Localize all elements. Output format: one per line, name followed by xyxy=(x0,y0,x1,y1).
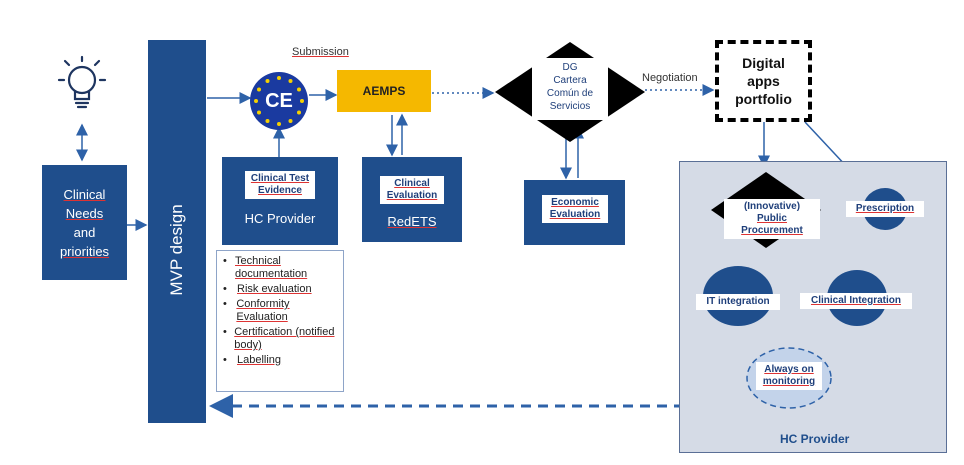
mvp-design-bar: MVP design xyxy=(148,40,206,423)
clinical-test-evidence-label: Clinical Test Evidence xyxy=(245,171,315,199)
economic-evaluation-box: Economic Evaluation xyxy=(524,180,625,245)
evidence-line-1: Clinical Test xyxy=(250,173,310,184)
requirement-item: •Labelling xyxy=(223,354,282,366)
clinical-needs-line-3: and xyxy=(73,224,96,240)
clinical-needs-box: Clinical Needs and priorities xyxy=(42,165,127,280)
aemps-box: AEMPS xyxy=(337,70,431,112)
economic-evaluation-label: Economic Evaluation xyxy=(542,195,608,223)
procurement-line-2: Public Procurement xyxy=(741,213,803,236)
dg-line-2: Cartera xyxy=(553,75,587,86)
digital-apps-portfolio-box: Digital apps portfolio xyxy=(715,40,812,122)
clinical-integration-label: Clinical Integration xyxy=(800,293,912,309)
requirement-item: •Technical documentation xyxy=(223,255,308,280)
redets-box: Clinical Evaluation RedETS xyxy=(362,157,462,242)
hc-provider-evidence-box: Clinical Test Evidence HC Provider xyxy=(222,157,338,245)
requirements-list: •Technical documentation •Risk evaluatio… xyxy=(216,250,344,392)
it-integration-label: IT integration xyxy=(696,294,780,310)
economic-line-2: Evaluation xyxy=(549,209,601,220)
redets-label: RedETS xyxy=(387,214,437,229)
eu-stars-icon xyxy=(254,76,304,126)
economic-line-1: Economic xyxy=(551,197,599,208)
clinical-evaluation-line-1: Clinical xyxy=(394,178,430,189)
clinical-needs-line-2: Needs xyxy=(65,205,104,221)
public-procurement-label: (Innovative) Public Procurement xyxy=(724,199,820,239)
submission-label: Submission xyxy=(292,46,349,58)
clinical-needs-line-1: Clinical xyxy=(63,186,106,202)
dg-cartera-label: DG Cartera Común de Servicios xyxy=(532,58,608,120)
portfolio-line-2: apps xyxy=(747,73,780,89)
monitoring-line-1: Always on xyxy=(764,364,814,375)
evidence-line-2: Evidence xyxy=(258,185,302,196)
dg-line-1: DG xyxy=(562,62,578,73)
monitoring-line-2: monitoring xyxy=(762,376,816,387)
ce-mark-icon: CE xyxy=(250,72,308,130)
requirement-item: •Certification (notified body) xyxy=(223,326,335,351)
hc-provider-label: HC Provider xyxy=(222,211,338,226)
prescription-label: Prescription xyxy=(846,201,924,217)
hc-provider-text: HC Provider xyxy=(244,211,316,226)
clinical-needs-line-4: priorities xyxy=(59,243,110,259)
ce-mark-text: CE xyxy=(265,89,293,112)
requirement-item: •Conformity Evaluation xyxy=(223,298,290,323)
aemps-label: AEMPS xyxy=(362,84,406,98)
clinical-evaluation-label: Clinical Evaluation xyxy=(380,176,444,204)
negotiation-label: Negotiation xyxy=(642,72,698,84)
dg-line-3: Común de xyxy=(546,88,594,99)
requirement-item: •Risk evaluation xyxy=(223,283,312,295)
portfolio-line-3: portfolio xyxy=(735,91,792,107)
portfolio-line-1: Digital xyxy=(742,55,785,71)
monitoring-label: Always on monitoring xyxy=(756,362,822,390)
clinical-evaluation-line-2: Evaluation xyxy=(386,190,438,201)
procurement-line-1: (Innovative) xyxy=(743,201,801,212)
dg-line-4: Servicios xyxy=(549,101,591,112)
hc-provider-panel-title: HC Provider xyxy=(780,432,850,446)
